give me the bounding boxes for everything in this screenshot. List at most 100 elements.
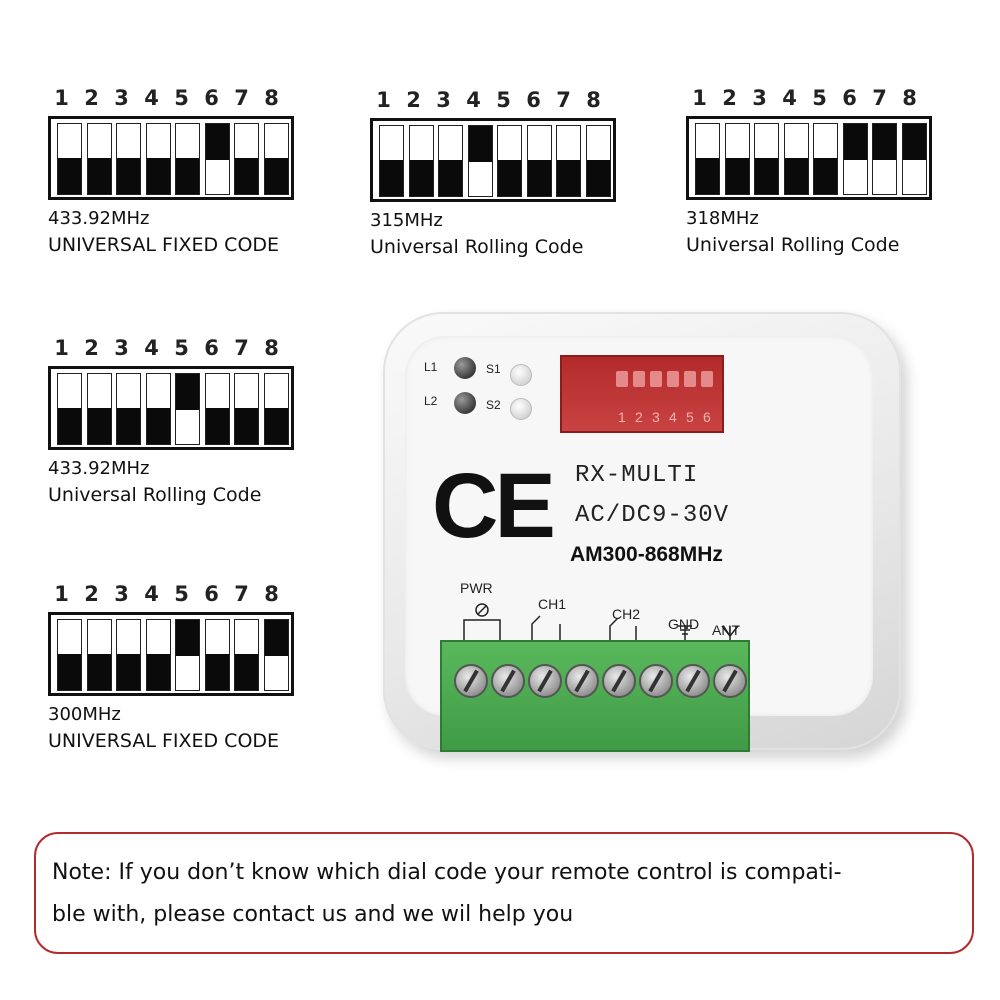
dip-switch-lever (87, 408, 111, 444)
dip-number: 2 (722, 86, 737, 110)
dip-switch-3 (116, 123, 141, 195)
ce-mark: CE (432, 455, 556, 557)
dip-number: 8 (264, 86, 279, 110)
led1-label: L1 (424, 360, 438, 374)
dip-switch-lever (87, 654, 111, 690)
dip-number: 1 (54, 86, 69, 110)
dip-switch-lever (58, 158, 81, 194)
dip-switch-lever (814, 158, 837, 194)
dip-number: 1 (54, 582, 69, 606)
dip-number: 5 (174, 582, 189, 606)
dip-switch-lever (58, 408, 81, 444)
dip-switch-3 (116, 619, 141, 691)
dip-switch-7 (234, 123, 259, 195)
dip-switch-lever (527, 160, 551, 196)
dip-switch-lever (873, 124, 896, 160)
dip-number: 7 (556, 88, 571, 112)
dip-number: 3 (114, 582, 129, 606)
dip-switch-lever (755, 158, 778, 194)
dip-switch-1 (379, 125, 404, 197)
dip-switch-8 (585, 125, 611, 197)
dip-number: 7 (234, 336, 249, 360)
dip-switch-7 (234, 373, 259, 445)
dip-switch-lever (117, 158, 140, 194)
dip-number: 5 (174, 336, 189, 360)
pwr-label: PWR (460, 580, 493, 596)
screw-slot (611, 669, 627, 693)
device-dip-lever[interactable] (684, 371, 696, 387)
btn2-label: S2 (486, 398, 501, 412)
dip-switch-2 (86, 373, 112, 445)
dip-mode: UNIVERSAL FIXED CODE (48, 730, 280, 752)
screw-slot (685, 669, 701, 693)
ch1-label: CH1 (538, 596, 567, 612)
dip-switch-lever (843, 124, 867, 160)
dip-switch-lever (117, 408, 140, 444)
dip-number: 4 (144, 86, 159, 110)
dip-number: 4 (782, 86, 797, 110)
dip-switch-5 (175, 373, 200, 445)
dip-switch-lever (409, 160, 433, 196)
dip-number: 3 (752, 86, 767, 110)
dip-number: 1 (376, 88, 391, 112)
dip-number: 5 (812, 86, 827, 110)
terminal-screw-2 (491, 664, 525, 698)
button-s2[interactable] (510, 398, 532, 420)
dip-number: 4 (144, 336, 159, 360)
dip-number: 8 (264, 336, 279, 360)
button-s1[interactable] (510, 364, 532, 386)
dip-switch-5 (813, 123, 838, 195)
dip-frequency: 433.92MHz (48, 458, 150, 479)
device-dip-lever[interactable] (667, 371, 679, 387)
dip-number: 6 (204, 336, 219, 360)
dip-switch-6 (526, 125, 552, 197)
dip-switch-lever (264, 158, 288, 194)
screw-slot (574, 669, 590, 693)
dip-switch-6 (842, 123, 868, 195)
dip-switch-lever (146, 158, 170, 194)
screw-slot (648, 669, 664, 693)
dip-number: 1 (692, 86, 707, 110)
dip-switch-lever (468, 126, 492, 162)
device-dip-lever[interactable] (633, 371, 645, 387)
dip-switch-lever (902, 124, 926, 160)
terminal-screw-6 (639, 664, 673, 698)
dip-switch-lever (176, 374, 199, 410)
dip-number: 4 (466, 88, 481, 112)
dip-switch-2 (408, 125, 434, 197)
dip-switch-7 (872, 123, 897, 195)
dip-switch-box (48, 612, 294, 696)
dip-switch-lever (146, 408, 170, 444)
ch2-label: CH2 (612, 606, 641, 622)
dip-switch-5 (175, 123, 200, 195)
dip-number: 6 (204, 582, 219, 606)
dip-switch-lever (235, 158, 258, 194)
dip-switch-lever (725, 158, 749, 194)
dip-number: 6 (842, 86, 857, 110)
dip-number: 2 (84, 336, 99, 360)
dip-switch-lever (264, 620, 288, 656)
dip-switch-lever (176, 158, 199, 194)
device-dip-lever[interactable] (701, 371, 713, 387)
led-l2 (454, 392, 476, 414)
dip-switch-lever (117, 654, 140, 690)
dip-number: 8 (264, 582, 279, 606)
dip-switch-lever (176, 620, 199, 656)
device-dip-number: 2 (635, 409, 643, 425)
dip-frequency: 300MHz (48, 704, 121, 725)
device-dip-number: 6 (703, 409, 711, 425)
device-dip-lever[interactable] (650, 371, 662, 387)
dip-number: 5 (496, 88, 511, 112)
device-dip-lever[interactable] (616, 371, 628, 387)
dip-frequency: 315MHz (370, 210, 443, 231)
dip-switch-6 (204, 373, 230, 445)
power-label: AC/DC9-30V (575, 502, 730, 529)
dip-number: 6 (526, 88, 541, 112)
dip-switch-6 (204, 123, 230, 195)
btn1-label: S1 (486, 362, 501, 376)
dip-number: 6 (204, 86, 219, 110)
dip-frequency: 433.92MHz (48, 208, 150, 229)
dip-switch-2 (86, 123, 112, 195)
dip-switch-3 (754, 123, 779, 195)
